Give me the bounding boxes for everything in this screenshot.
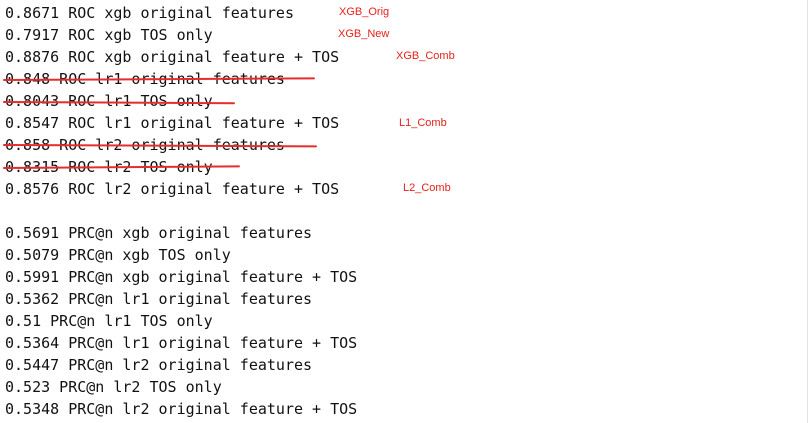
prc-line-lr1-original: 0.5362 PRC@n lr1 original features: [5, 290, 313, 308]
prc-line-xgb-original: 0.5691 PRC@n xgb original features: [5, 224, 313, 242]
prc-line-lr2-original: 0.5447 PRC@n lr2 original features: [5, 356, 313, 374]
prc-line-lr1-tos: 0.51 PRC@n lr1 TOS only: [5, 312, 213, 330]
annotation-xgb-new: XGB_New: [338, 28, 390, 40]
annotation-xgb-comb: XGB_Comb: [396, 50, 455, 62]
roc-line-lr1-tos: 0.8043 ROC lr1 TOS only: [5, 90, 213, 112]
roc-line-xgb-original: 0.8671 ROC xgb original features: [5, 4, 294, 22]
roc-line-lr1-combined: 0.8547 ROC lr1 original feature + TOS: [5, 114, 340, 132]
prc-line-lr2-combined: 0.5348 PRC@n lr2 original feature + TOS: [5, 400, 358, 418]
prc-line-lr2-tos: 0.523 PRC@n lr2 TOS only: [5, 378, 222, 396]
annotation-xgb-orig: XGB_Orig: [339, 6, 390, 18]
annotation-l2-comb: L2_Comb: [403, 182, 451, 194]
roc-line-lr2-combined: 0.8576 ROC lr2 original feature + TOS: [5, 180, 340, 198]
prc-line-xgb-combined: 0.5991 PRC@n xgb original feature + TOS: [5, 268, 358, 286]
prc-line-lr1-combined: 0.5364 PRC@n lr1 original feature + TOS: [5, 334, 358, 352]
roc-line-xgb-tos: 0.7917 ROC xgb TOS only: [5, 26, 213, 44]
roc-line-xgb-combined: 0.8876 ROC xgb original feature + TOS: [5, 48, 340, 66]
prc-line-xgb-tos: 0.5079 PRC@n xgb TOS only: [5, 246, 231, 264]
annotation-l1-comb: L1_Comb: [399, 117, 447, 129]
